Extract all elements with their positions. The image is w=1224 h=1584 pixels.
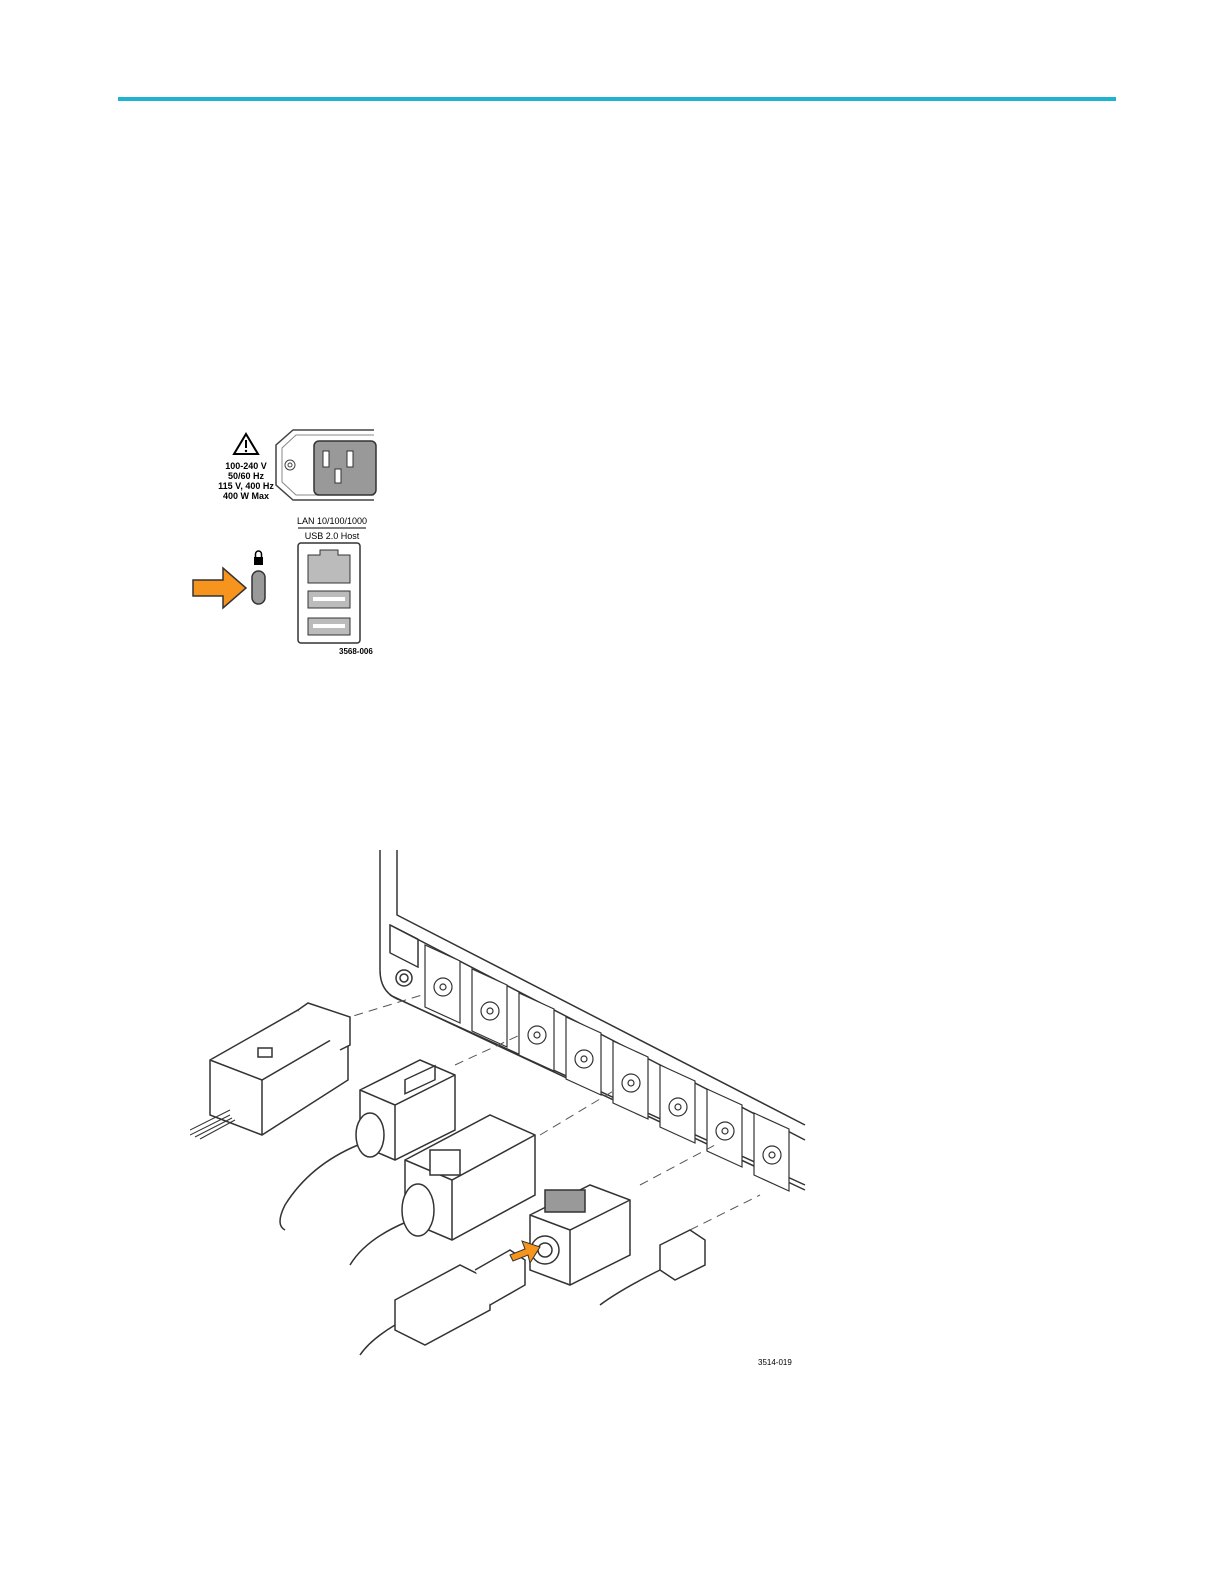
- arrow-right-icon: [193, 568, 246, 608]
- probe-connection-figure: 3514-019: [190, 845, 810, 1370]
- probe-4: [530, 1185, 630, 1285]
- figure-id: 3514-019: [758, 1358, 792, 1367]
- voltage-line-1: 100-240 V: [225, 461, 267, 471]
- rear-panel-figure: 100-240 V 50/60 Hz 115 V, 400 Hz 400 W M…: [188, 425, 378, 660]
- security-lock-slot: [252, 571, 265, 604]
- logic-probe: [190, 1003, 350, 1139]
- bnc-probe: [360, 1250, 525, 1355]
- power-button-icon: [396, 970, 412, 986]
- power-inlet: [276, 430, 376, 500]
- voltage-line-4: 400 W Max: [223, 491, 269, 501]
- voltage-line-3: 115 V, 400 Hz: [218, 481, 274, 491]
- warning-triangle-icon: [234, 434, 258, 454]
- ground-symbol-icon: [285, 460, 295, 470]
- padlock-icon: [254, 551, 263, 565]
- voltage-line-2: 50/60 Hz: [228, 471, 265, 481]
- rear-panel-illustration: 100-240 V 50/60 Hz 115 V, 400 Hz 400 W M…: [188, 425, 378, 660]
- port-panel: [298, 543, 360, 643]
- usb-label: USB 2.0 Host: [305, 531, 360, 541]
- header-rule: [118, 97, 1116, 101]
- figure-id: 3568-006: [339, 647, 373, 656]
- probe-connection-illustration: 3514-019: [190, 845, 810, 1370]
- lan-label: LAN 10/100/1000: [297, 516, 367, 526]
